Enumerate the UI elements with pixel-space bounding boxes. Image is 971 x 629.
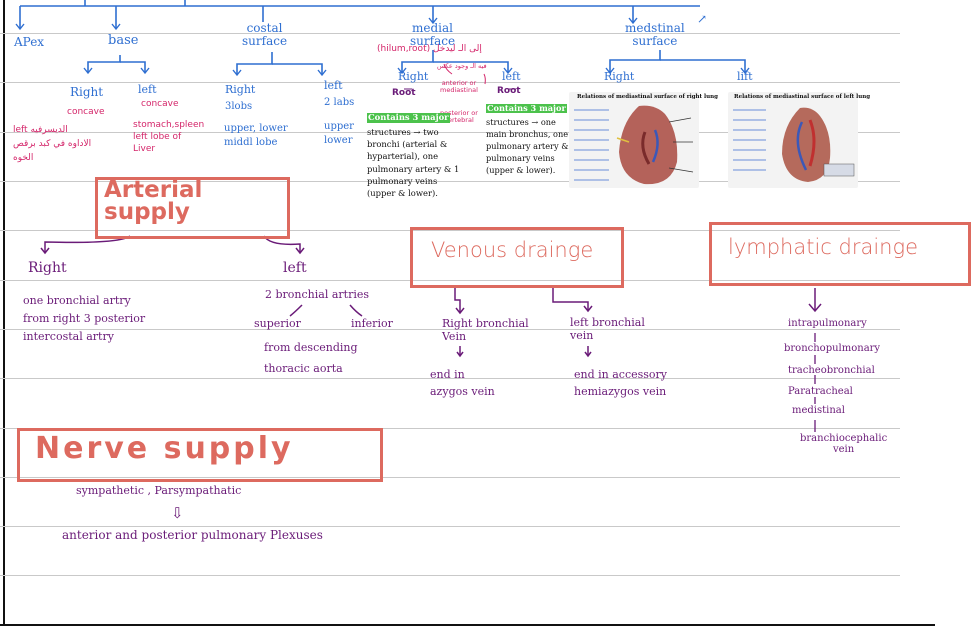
medial-left-card-title: Contains 3 major	[486, 103, 567, 114]
nerve-arrow: ⇩	[171, 504, 184, 522]
venous-drainage-box	[410, 227, 624, 288]
mediastinal-left-figure: Relations of mediastinal surface of left…	[728, 92, 870, 188]
mediastinal-right-figure: Relations of mediastinal surface of righ…	[569, 92, 718, 188]
lymph-step-5: medistinal	[792, 405, 845, 416]
mediastinal-right-label: Right	[604, 70, 635, 83]
lymph-step-6: branchiocephalic vein	[800, 433, 888, 455]
costal-left-detail: upper lower	[324, 121, 354, 146]
arrow-mark: ↗	[697, 12, 708, 26]
costal-left-lobes: 2 labs	[324, 97, 355, 108]
arterial-superior-label: superior	[254, 317, 301, 330]
arterial-supply-title: Arterial supply	[104, 177, 203, 225]
ruled-line	[0, 477, 900, 478]
medial-right-card-title: Contains 3 major	[367, 112, 450, 123]
medial-surface-label: medial surface	[410, 21, 456, 49]
page-bottom-line	[0, 624, 935, 626]
ruled-line	[0, 280, 900, 281]
ruled-line	[0, 82, 900, 83]
ruled-line	[0, 526, 900, 527]
lymphatic-drainage-box	[709, 222, 971, 286]
mediastinal-left-figure-title: Relations of mediastinal surface of left…	[734, 94, 871, 100]
nerve-supply-box	[17, 428, 383, 482]
medial-left-card-body: structures → one main bronchus, one pulm…	[486, 117, 576, 175]
base-left-label: left	[138, 83, 157, 96]
ruled-line	[0, 329, 900, 330]
medial-right-label: Right	[398, 70, 429, 83]
nerve-types: sympathetic , Parsympathatic	[76, 484, 242, 497]
apex-label: APex	[14, 35, 45, 49]
base-left-relations: stomach,spleen left lobe of Liver	[133, 120, 205, 155]
venous-left-label: left bronchial vein	[570, 316, 645, 342]
ruled-line	[0, 230, 900, 231]
base-right-label: Right	[70, 85, 104, 99]
mediastinal-left-label: lift	[737, 70, 753, 83]
medial-right-card-body: structures → two bronchi (arterial & hyp…	[367, 127, 460, 198]
venous-right-label: Right bronchial Vein	[442, 317, 529, 343]
lymphatic-drainage-title: lymphatic drainge	[728, 235, 919, 259]
lymph-step-3: tracheobronchial	[788, 365, 875, 376]
ruled-line	[0, 428, 900, 429]
nerve-plexuses: anterior and posterior pulmonary Plexuse…	[62, 528, 323, 542]
lymph-step-4: Paratracheal	[788, 386, 853, 397]
mediastinal-surface-label: medstinal surface	[625, 21, 685, 49]
base-left-concave: concave	[141, 99, 179, 109]
ruled-line	[0, 575, 900, 576]
costal-right-label: Right	[225, 83, 256, 96]
ruled-line	[0, 132, 900, 133]
right-lung-illustration	[574, 105, 694, 185]
costal-left-label: left	[324, 79, 343, 92]
page-margin-line	[3, 0, 5, 625]
venous-left-end: end in accessory hemiazygos vein	[574, 368, 668, 399]
base-right-concave: concave	[67, 107, 105, 117]
arterial-right-text: one bronchial artry from right 3 posteri…	[23, 294, 146, 344]
base-label: base	[108, 33, 139, 48]
mediastinal-right-figure-title: Relations of mediastinal surface of righ…	[577, 94, 718, 100]
arterial-inferior-label: inferior	[351, 317, 393, 330]
lymph-step-1: intrapulmonary	[788, 318, 867, 329]
medial-left-label: left	[502, 70, 521, 83]
medial-root-left: Root	[497, 86, 521, 96]
medial-note-anterior: anterior or mediastinal	[440, 79, 478, 95]
ruled-line	[0, 378, 900, 379]
ruled-line	[0, 33, 900, 34]
base-right-relations: left الديسرفيه الاداوه في كبد برقص الخوه	[13, 125, 92, 163]
ruled-line	[0, 181, 900, 182]
lymph-step-2: bronchopulmonary	[784, 343, 881, 354]
medial-note-posterior: posterior or vertebral	[440, 109, 478, 125]
arterial-supply-box	[95, 177, 290, 239]
costal-right-lobes: 3lobs	[225, 101, 253, 112]
arterial-right-label: Right	[28, 260, 67, 276]
medial-surface-note: (hilum,root) إلى الـ ليدخل	[377, 44, 482, 54]
left-lung-illustration	[733, 107, 855, 182]
arterial-left-text: 2 bronchial artries	[265, 288, 370, 301]
medial-note-top: فيه الـ وجود عكس	[437, 62, 487, 70]
venous-drainage-title: Venous drainge	[431, 238, 594, 262]
arterial-left-label: left	[283, 260, 307, 276]
costal-surface-label: costal surface	[242, 21, 288, 49]
arterial-left-source: from descending thoracic aorta	[264, 341, 358, 375]
costal-right-detail: upper, lower middl lobe	[224, 123, 288, 148]
medial-root-right: Root	[392, 88, 416, 98]
nerve-supply-title: Nerve supply	[35, 431, 294, 466]
venous-right-end: end in azygos vein	[430, 368, 495, 399]
